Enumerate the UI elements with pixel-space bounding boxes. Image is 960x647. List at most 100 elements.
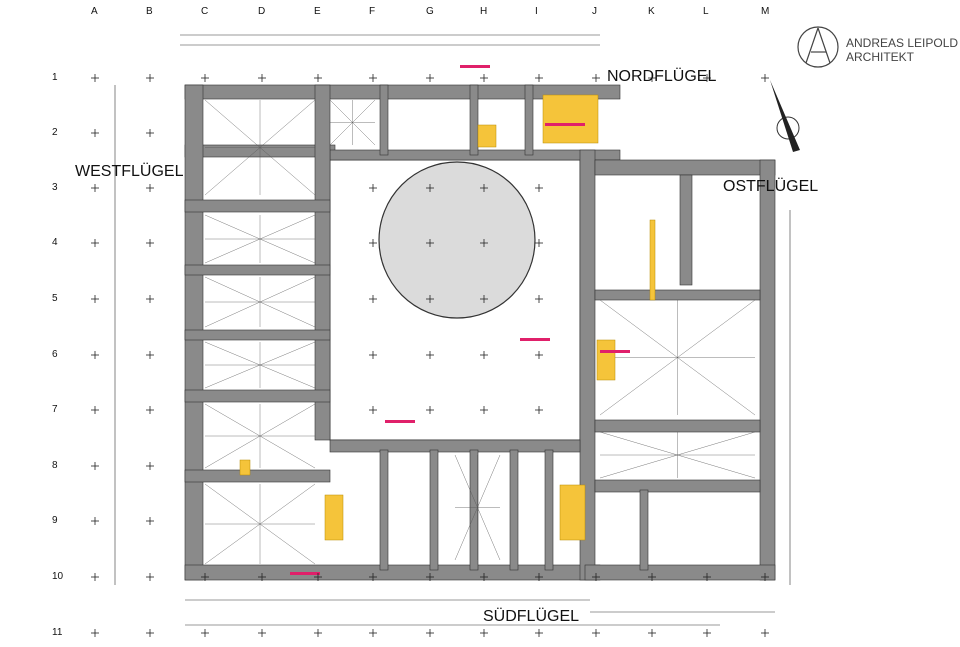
grid-cross [480, 74, 488, 82]
grid-column-label: E [314, 6, 321, 17]
grid-cross [426, 184, 434, 192]
grid-cross [535, 239, 543, 247]
grid-cross [426, 74, 434, 82]
grid-cross [91, 351, 99, 359]
grid-cross [369, 184, 377, 192]
grid-cross [146, 629, 154, 637]
grid-column-label: B [146, 6, 153, 17]
grid-cross [480, 629, 488, 637]
grid-cross [426, 406, 434, 414]
grid-cross [761, 74, 769, 82]
grid-cross [480, 351, 488, 359]
grid-row-label: 11 [52, 627, 63, 638]
grid-cross [535, 406, 543, 414]
grid-column-label: A [91, 6, 98, 17]
grid-cross [201, 573, 209, 581]
grid-column-label: J [592, 6, 597, 17]
grid-cross [535, 629, 543, 637]
grid-cross [369, 406, 377, 414]
grid-column-label: I [535, 6, 538, 17]
walls [184, 84, 776, 581]
grid-column-label: D [258, 6, 266, 17]
grid-cross [146, 517, 154, 525]
grid-cross [761, 573, 769, 581]
grid-cross [146, 351, 154, 359]
grid-cross [703, 573, 711, 581]
grid-cross [535, 351, 543, 359]
grid-cross [146, 295, 154, 303]
grid-cross [592, 573, 600, 581]
grid-cross [91, 462, 99, 470]
grid-cross [91, 295, 99, 303]
grid-cross [91, 629, 99, 637]
grid-cross [426, 239, 434, 247]
grid-cross [369, 573, 377, 581]
grid-cross [258, 74, 266, 82]
grid-cross [201, 629, 209, 637]
red-notes [290, 65, 630, 575]
grid-row-label: 5 [52, 293, 58, 304]
grid-cross [535, 295, 543, 303]
wing-label-west: WESTFLÜGEL [75, 163, 184, 180]
grid-cross [91, 573, 99, 581]
grid-row-label: 2 [52, 127, 58, 138]
grid-row-label: 6 [52, 349, 58, 360]
grid-row-label: 4 [52, 237, 58, 248]
grid-column-label: H [480, 6, 488, 17]
grid-cross [91, 74, 99, 82]
grid-column-label: F [369, 6, 376, 17]
north-arrow-icon [770, 80, 800, 152]
grid-cross [91, 129, 99, 137]
grid-cross [648, 629, 656, 637]
wing-label-north: NORDFLÜGEL [607, 68, 717, 85]
architect-name: ANDREAS LEIPOLD ARCHITEKT [846, 36, 958, 64]
grid-cross [146, 462, 154, 470]
grid-row-label: 10 [52, 571, 64, 582]
grid-cross [648, 74, 656, 82]
grid-cross [480, 573, 488, 581]
architect-line2: ARCHITEKT [846, 50, 915, 64]
grid-row-label: 1 [52, 72, 58, 83]
grid-cross [146, 406, 154, 414]
architect-line1: ANDREAS LEIPOLD [846, 36, 959, 50]
wing-label-south: SÜDFLÜGEL [483, 608, 580, 625]
grid-cross [201, 74, 209, 82]
grid-row-label: 7 [52, 404, 58, 415]
grid-cross [426, 295, 434, 303]
grid-cross [369, 351, 377, 359]
grid-cross [369, 74, 377, 82]
grid-cross [480, 406, 488, 414]
grid-cross [91, 239, 99, 247]
grid-row-label: 8 [52, 460, 58, 471]
grid-cross [426, 629, 434, 637]
grid-cross [648, 573, 656, 581]
grid-cross [703, 74, 711, 82]
grid-crosses [91, 74, 769, 637]
vault-patterns [204, 99, 756, 565]
grid-cross [535, 74, 543, 82]
dimension-lines [114, 34, 791, 626]
grid-cross [369, 239, 377, 247]
grid-cross [314, 573, 322, 581]
architect-logo-icon [797, 26, 839, 68]
grid-column-label: K [648, 6, 655, 17]
grid-cross [369, 629, 377, 637]
wing-label-east: OSTFLÜGEL [723, 178, 819, 195]
grid-column-label: G [426, 6, 434, 17]
grid-cross [592, 74, 600, 82]
grid-cross [314, 629, 322, 637]
grid-cross [146, 239, 154, 247]
grid-cross [535, 184, 543, 192]
circular-excavation [378, 161, 536, 319]
grid-cross [258, 573, 266, 581]
grid-cross [703, 629, 711, 637]
grid-cross [480, 184, 488, 192]
grid-column-label: M [761, 6, 770, 17]
grid-row-label: 3 [52, 182, 58, 193]
grid-cross [91, 517, 99, 525]
grid-cross [91, 406, 99, 414]
grid-column-label: L [703, 6, 709, 17]
grid-cross [146, 74, 154, 82]
